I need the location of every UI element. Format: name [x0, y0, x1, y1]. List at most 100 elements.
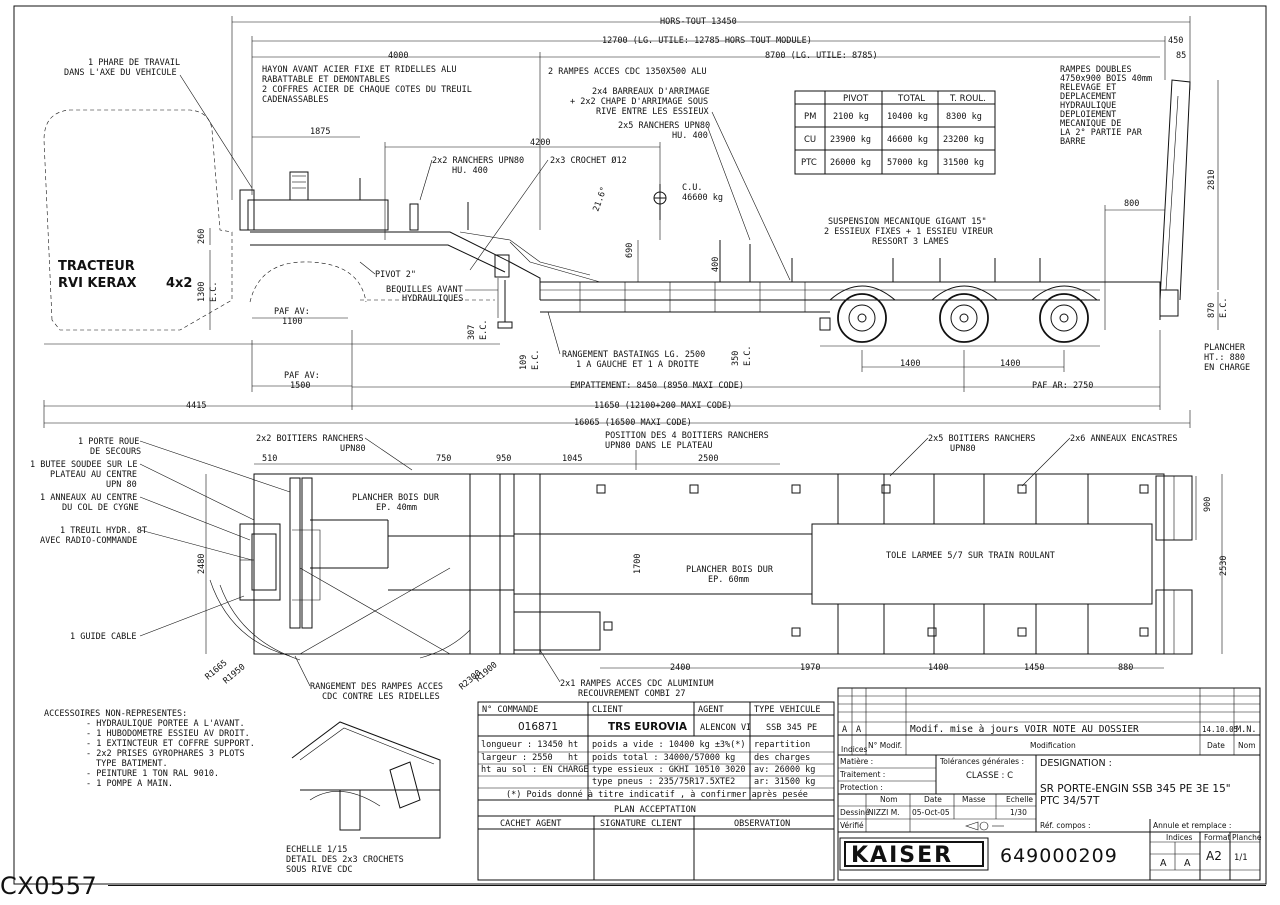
label-porte-roue-2: DE SECOURS	[90, 447, 141, 457]
label-plancher-1: PLANCHER	[1204, 343, 1246, 353]
spec-cell: repartition	[754, 740, 810, 750]
label-plancher-bois-2: EP. 40mm	[376, 503, 417, 513]
side-dimensions: 260 1300 E.C. PAF AV: 1100 PAF AV: 1500 …	[43, 80, 1229, 428]
dim-1400a: 1400	[900, 359, 920, 369]
corner-rule	[108, 885, 1266, 886]
spec-cell: ht	[568, 753, 578, 763]
rev-index: A	[842, 725, 847, 735]
label-echelle-3: SOUS RIVE CDC	[286, 865, 353, 875]
label-hayon-2: RABATTABLE ET DEMONTABLES	[262, 75, 390, 85]
dim-ec-1: E.C.	[209, 282, 219, 302]
spec-cell: ht au sol : EN CHARGE	[481, 765, 588, 775]
dim-260: 260	[197, 229, 207, 244]
plan-dimensions: 510 750 950 1045 2500 900 2530 2480 1700…	[197, 454, 1229, 692]
label-designation: DESIGNATION :	[1040, 758, 1112, 769]
tractor-outline: TRACTEUR RVI KERAX 4x2	[43, 109, 500, 345]
dim-empattement: EMPATTEMENT: 8450 (8950 MAXI CODE)	[570, 381, 744, 391]
label-rampes-doubles-8: LA 2° PARTIE PAR	[1060, 128, 1143, 138]
side-view-labels: 1 PHARE DE TRAVAIL DANS L'AXE DU VEHICUL…	[64, 58, 1152, 281]
plan-col: SIGNATURE CLIENT	[600, 819, 682, 829]
dim-350: 350	[731, 351, 741, 366]
order-head: TYPE VEHICULE	[754, 705, 821, 715]
label-porte-roue-1: 1 PORTE ROUE	[78, 437, 139, 447]
dim-4000: 4000	[388, 51, 408, 61]
label-butee-2: PLATEAU AU CENTRE	[50, 470, 137, 480]
wt-cell: 23200 kg	[943, 135, 984, 145]
dim-900: 900	[1203, 497, 1213, 512]
label-annule: Annule et remplace :	[1153, 821, 1231, 830]
echelle-value: 1/30	[1010, 808, 1027, 817]
order-head: AGENT	[698, 705, 724, 715]
plan-acceptation: PLAN ACCEPTATION	[614, 805, 696, 815]
label-modification: Modification	[1030, 741, 1076, 750]
label-rampes-doubles-5: HYDRAULIQUE	[1060, 101, 1116, 111]
label-protection: Protection :	[840, 783, 883, 792]
label-pivot: PIVOT 2"	[375, 270, 416, 280]
label-ranchers2-2: HU. 400	[452, 166, 488, 176]
rev-index-2: A	[856, 725, 861, 735]
wt-cell: 10400 kg	[887, 112, 928, 122]
trailer-plan-view	[209, 473, 1193, 661]
order-client: TRS EUROVIA	[608, 721, 688, 733]
drawing-number: 649000209	[1000, 845, 1118, 867]
plan-view-labels: 1 PORTE ROUE DE SECOURS 1 BUTEE SOUDEE S…	[30, 431, 1177, 702]
dim-2500: 2500	[698, 454, 718, 464]
wt-cell: 57000 kg	[887, 158, 928, 168]
dim-800: 800	[1124, 199, 1139, 209]
label-treuil-1: 1 TREUIL HYDR. 8T	[60, 526, 147, 536]
dim-paf-av-1: PAF AV:	[274, 307, 310, 317]
dim-950: 950	[496, 454, 511, 464]
label-rampes-alu-2: RECOUVREMENT COMBI 27	[578, 689, 685, 699]
dim-ec-4: E.C.	[743, 346, 753, 366]
dim-4415: 4415	[186, 401, 206, 411]
label-rangement-rampes-2: CDC CONTRE LES RIDELLES	[322, 692, 440, 702]
dim-paf-ar: PAF AR: 2750	[1032, 381, 1093, 391]
dim-2530: 2530	[1219, 556, 1229, 576]
label-butee-1: 1 BUTEE SOUDEE SUR LE	[30, 460, 137, 470]
dim-2810: 2810	[1207, 170, 1217, 190]
label-tracteur-3: 4x2	[166, 276, 192, 291]
dim-lg-utile-1: 12700 (LG. UTILE: 12785 HORS TOUT MODULE…	[602, 36, 812, 46]
accessories-item: - 2x2 PRISES GYROPHARES 3 PLOTS	[86, 749, 245, 759]
label-anneaux-1: 1 ANNEAUX AU CENTRE	[40, 493, 137, 503]
dim-1300: 1300	[197, 282, 207, 302]
order-head: N° COMMANDE	[482, 705, 538, 715]
label-barreaux-2: + 2x2 CHAPE D'ARRIMAGE SOUS	[570, 97, 708, 107]
label-hayon-3: 2 COFFRES ACIER DE CHAQUE COTES DU TREUI…	[262, 85, 472, 95]
spec-cell: largeur : 2550	[481, 753, 553, 763]
dim-1400b: 1400	[1000, 359, 1020, 369]
label-hayon-4: CADENASSABLES	[262, 95, 329, 105]
dessine-date: 05-Oct-05	[912, 808, 950, 817]
dim-1045: 1045	[562, 454, 582, 464]
order-agent: ALENCON VI	[700, 723, 751, 733]
label-butee-3: UPN 80	[106, 480, 137, 490]
dim-1970: 1970	[800, 663, 820, 673]
wt-head-troul: T. ROUL.	[949, 94, 986, 104]
label-nom: Nom	[1238, 741, 1256, 750]
label-date: Date	[1207, 741, 1225, 750]
accessories-item: - 1 POMPE A MAIN.	[86, 779, 173, 789]
label-matiere: Matière :	[840, 757, 873, 766]
label-tracteur-2: RVI KERAX	[58, 276, 136, 291]
wt-head-total: TOTAL	[897, 94, 925, 104]
wt-cell: 46600 kg	[887, 135, 928, 145]
label-rampes-doubles-4: DEPLACEMENT	[1060, 92, 1116, 102]
side-view-lower-labels: PIVOT 2" BEQUILLES AVANT HYDRAULIQUES RA…	[359, 261, 1250, 373]
label-barreaux-3: RIVE ENTRE LES ESSIEUX	[596, 107, 709, 117]
sheet-border	[13, 5, 1267, 885]
label-hayon-1: HAYON AVANT ACIER FIXE ET RIDELLES ALU	[262, 65, 456, 75]
label-dessine: Dessiné	[840, 808, 870, 817]
wt-cell: 31500 kg	[943, 158, 984, 168]
weights-table: PIVOT TOTAL T. ROUL. PM 2100 kg 10400 kg…	[794, 90, 996, 175]
label-treuil-2: AVEC RADIO-COMMANDE	[40, 536, 137, 546]
dessine-nom: NIZZI M.	[868, 808, 900, 817]
dim-450: 450	[1168, 36, 1183, 46]
label-position-2: UPN80 DANS LE PLATEAU	[605, 441, 712, 451]
label-plancher-3: EN CHARGE	[1204, 363, 1250, 373]
dim-2480: 2480	[197, 554, 207, 574]
trailer-side-view	[239, 79, 1191, 347]
label-rangement-2: 1 A GAUCHE ET 1 A DROITE	[576, 360, 699, 370]
label-rampes-alu-1: 2x1 RAMPES ACCES CDC ALUMINIUM	[560, 679, 714, 689]
label-suspension-2: 2 ESSIEUX FIXES + 1 ESSIEU VIREUR	[824, 227, 994, 237]
